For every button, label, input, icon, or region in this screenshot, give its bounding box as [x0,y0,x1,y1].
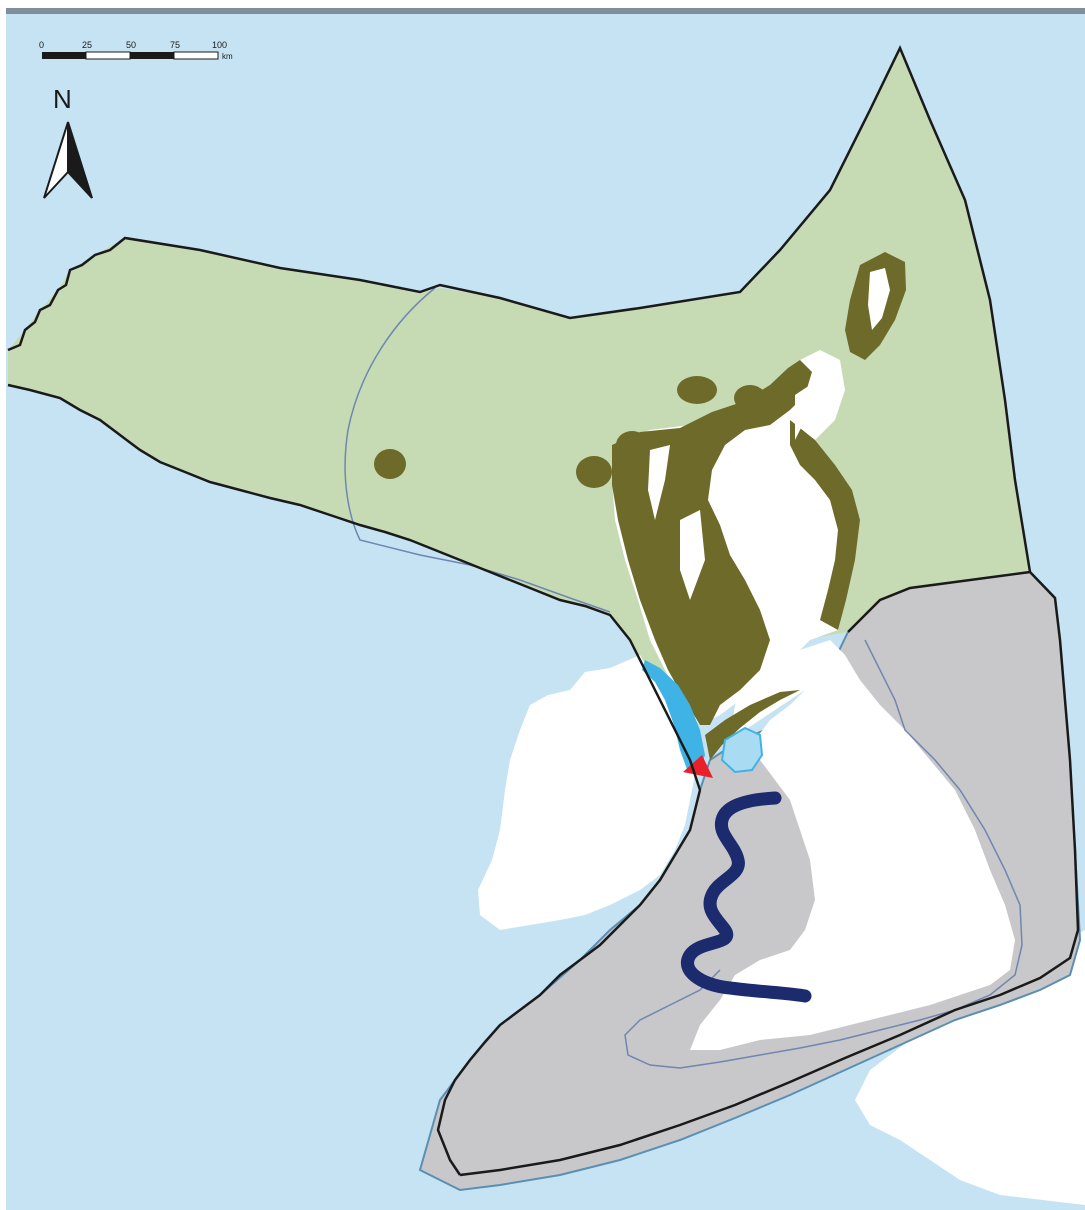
island-west-1 [576,456,612,488]
ireland-landmass [478,655,695,930]
highland-snow-1 [868,268,890,330]
highland-snow-4 [795,385,810,440]
boundary-west [7,383,702,791]
east-coast-terrain [790,420,860,630]
north-arrow: N [43,84,93,199]
scale-tick-50: 50 [126,40,136,50]
inner-boundary-line [344,287,611,613]
southern-uplands-terrain [705,690,800,760]
coastal-zone-cyan [642,660,705,772]
england-coastal-line [624,639,1023,1069]
highland-snow-3 [680,510,705,600]
marker-red [683,755,713,778]
scale-tick-75: 75 [170,40,180,50]
top-border [6,8,1085,14]
scale-tick-25: 25 [82,40,92,50]
island-rockall [374,449,406,479]
north-label: N [53,84,72,114]
river-navy [681,791,812,1003]
scale-tick-0: 0 [39,40,44,50]
boundary-south [459,571,1080,1177]
england-wales-landmass [690,640,1015,1050]
island-west-2 [616,431,648,459]
boundary-south-west [436,789,702,1176]
island-north-2 [734,385,766,411]
scale-unit: km [222,52,233,61]
scale-tick-100: 100 [212,40,227,50]
island-north-1 [677,376,717,404]
scale-bar: 0 25 50 75 100 km [39,40,233,61]
boundary-north [7,44,1032,633]
coastal-zone-light [720,726,764,774]
highland-snow-2 [648,445,670,520]
europe-landmass [855,930,1085,1205]
